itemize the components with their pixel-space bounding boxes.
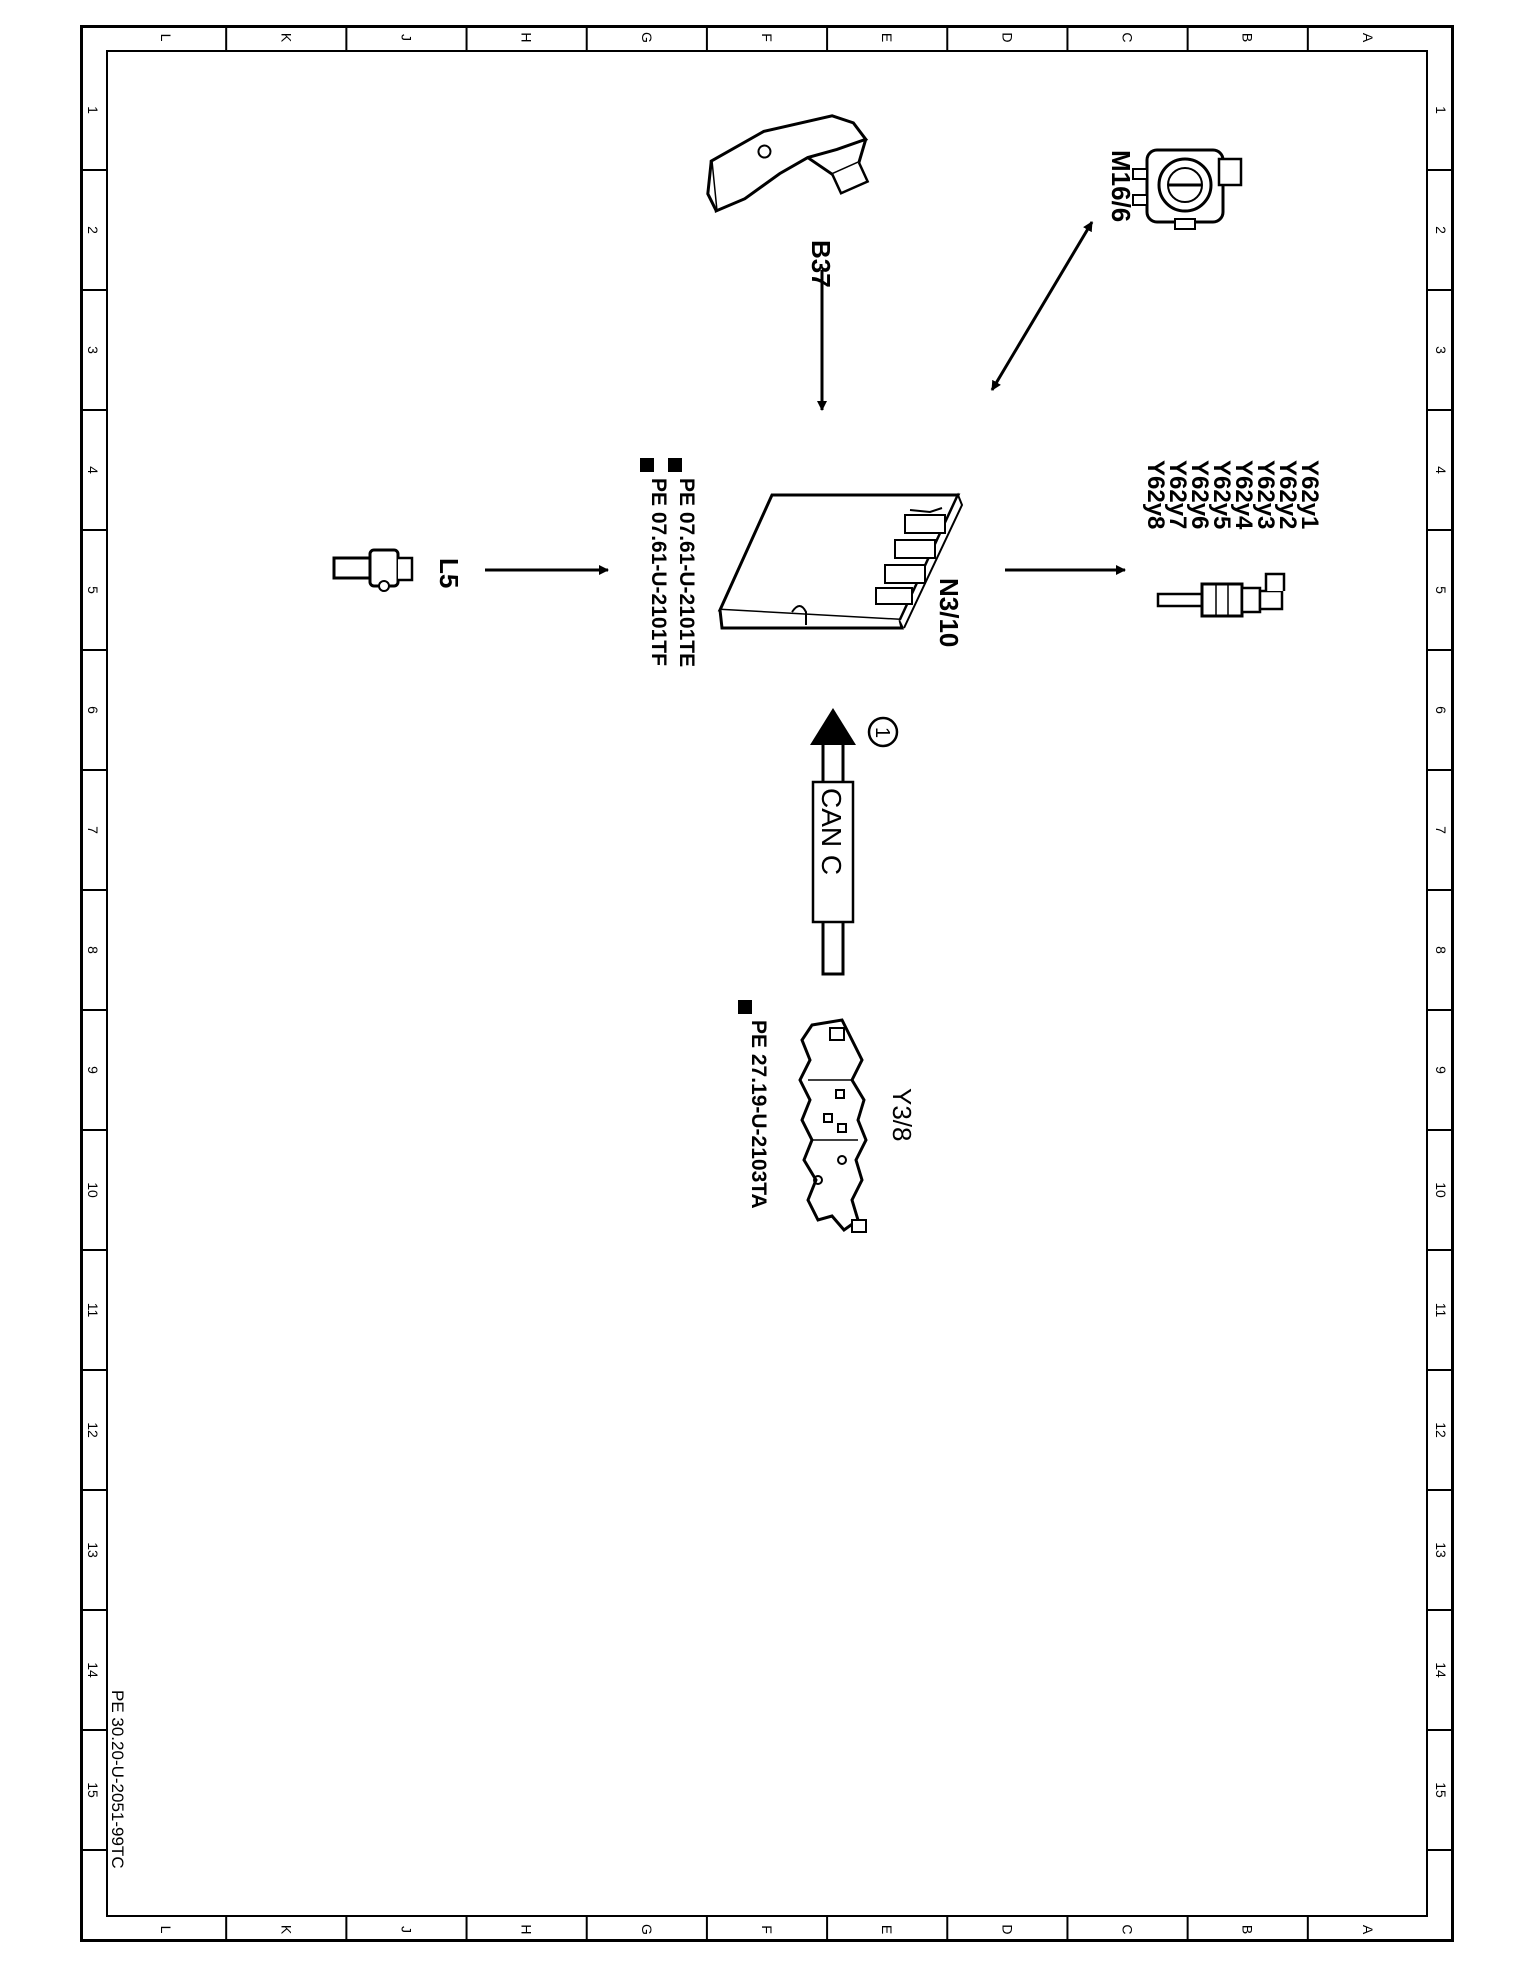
row-number: 10 <box>1433 1182 1449 1198</box>
row-number: 2 <box>1433 226 1449 234</box>
can-bus-label-box <box>811 780 855 924</box>
row-number: 6 <box>1433 706 1449 714</box>
row-number: 8 <box>85 946 101 954</box>
accelerator-pedal-icon <box>706 114 870 213</box>
row-number: 7 <box>85 826 101 834</box>
column-letter: L <box>158 34 174 42</box>
callout-marker <box>867 716 899 748</box>
column-letter: H <box>519 1924 535 1934</box>
column-letter: B <box>1240 33 1256 42</box>
row-number: 9 <box>1433 1066 1449 1074</box>
injector-label: Y62y1 <box>1296 460 1323 529</box>
can-bus-link: CAN C 1 <box>810 708 899 976</box>
row-number: 13 <box>85 1542 101 1558</box>
pointing-hand-icon <box>640 458 654 472</box>
pointing-hand-icon <box>668 458 682 472</box>
injector-label: Y62y8 <box>1142 460 1169 529</box>
row-number: 8 <box>1433 946 1449 954</box>
row-number: 2 <box>85 226 101 234</box>
column-letter: G <box>639 1924 655 1935</box>
column-letter: J <box>398 1926 414 1933</box>
column-letter: F <box>759 1925 775 1934</box>
crankshaft-sensor-icon <box>332 548 414 592</box>
column-letter: B <box>1240 1925 1256 1934</box>
column-letter: D <box>999 32 1015 42</box>
inner-frame <box>106 50 1428 1917</box>
column-letter: E <box>879 1925 895 1934</box>
ecu-reference-notes: PE 07.61-U-2101TE PE 07.61-U-2101TF <box>640 458 698 667</box>
row-number: 15 <box>85 1782 101 1798</box>
row-number: 7 <box>1433 826 1449 834</box>
injector-label: Y62y6 <box>1186 460 1213 529</box>
throttle-label: M16/6 <box>1106 150 1136 222</box>
ecu-reference-1: PE 07.61-U-2101TE <box>675 478 698 667</box>
column-letter: L <box>158 1926 174 1934</box>
column-letter: C <box>1120 32 1136 42</box>
callout-number: 1 <box>871 727 893 738</box>
row-number: 4 <box>85 466 101 474</box>
row-number: 3 <box>1433 346 1449 354</box>
row-number: 4 <box>1433 466 1449 474</box>
injector-label: Y62y7 <box>1164 460 1191 529</box>
row-number: 6 <box>85 706 101 714</box>
row-number: 12 <box>1433 1422 1449 1438</box>
valve-body-label: Y3/8 <box>887 1088 917 1142</box>
row-number: 1 <box>85 106 101 114</box>
ecu-label: N3/10 <box>934 578 964 647</box>
throttle-ecu-bidirectional-arrow <box>990 221 1094 391</box>
fuel-injector-icon <box>1156 572 1286 618</box>
can-bus-label: CAN C <box>816 788 847 875</box>
injector-label: Y62y5 <box>1208 460 1235 529</box>
row-number: 9 <box>85 1066 101 1074</box>
column-letter: K <box>278 1925 294 1935</box>
row-number: 14 <box>85 1662 101 1678</box>
ecu-module-icon <box>717 492 964 630</box>
row-number: 11 <box>1433 1303 1449 1318</box>
column-letter: A <box>1360 1925 1376 1935</box>
column-letter: E <box>879 33 895 42</box>
injector-label: Y62y3 <box>1252 460 1279 529</box>
row-number: 5 <box>1433 586 1449 594</box>
row-number: 3 <box>85 346 101 354</box>
row-number: 5 <box>85 586 101 594</box>
row-number: 13 <box>1433 1542 1449 1558</box>
injector-label: Y62y2 <box>1274 460 1301 529</box>
row-number: 1 <box>1433 106 1449 114</box>
row-number: 12 <box>85 1422 101 1438</box>
transmission-control-unit-icon <box>798 1018 868 1233</box>
row-number: 11 <box>85 1303 101 1318</box>
ecu-reference-2: PE 07.61-U-2101TF <box>647 478 670 666</box>
document-code: PE 30.20-U-2051-99TC <box>108 1690 127 1869</box>
valve-body-reference: PE 27.19-U-2103TA <box>747 1020 770 1209</box>
column-letter: H <box>519 32 535 42</box>
column-letter: C <box>1120 1924 1136 1934</box>
outer-frame <box>80 25 1454 1942</box>
column-letter: D <box>999 1924 1015 1934</box>
row-number: 14 <box>1433 1662 1449 1678</box>
column-letter: J <box>398 34 414 41</box>
column-letter: F <box>759 33 775 42</box>
sensor-label: L5 <box>434 558 464 588</box>
throttle-actuator-icon <box>1132 148 1243 230</box>
row-number: 10 <box>85 1182 101 1198</box>
column-letter: K <box>278 33 294 43</box>
injector-label: Y62y4 <box>1230 460 1257 530</box>
row-number: 15 <box>1433 1782 1449 1798</box>
column-letter: G <box>639 32 655 43</box>
pointing-hand-icon <box>738 1000 752 1014</box>
column-letter: A <box>1360 33 1376 43</box>
